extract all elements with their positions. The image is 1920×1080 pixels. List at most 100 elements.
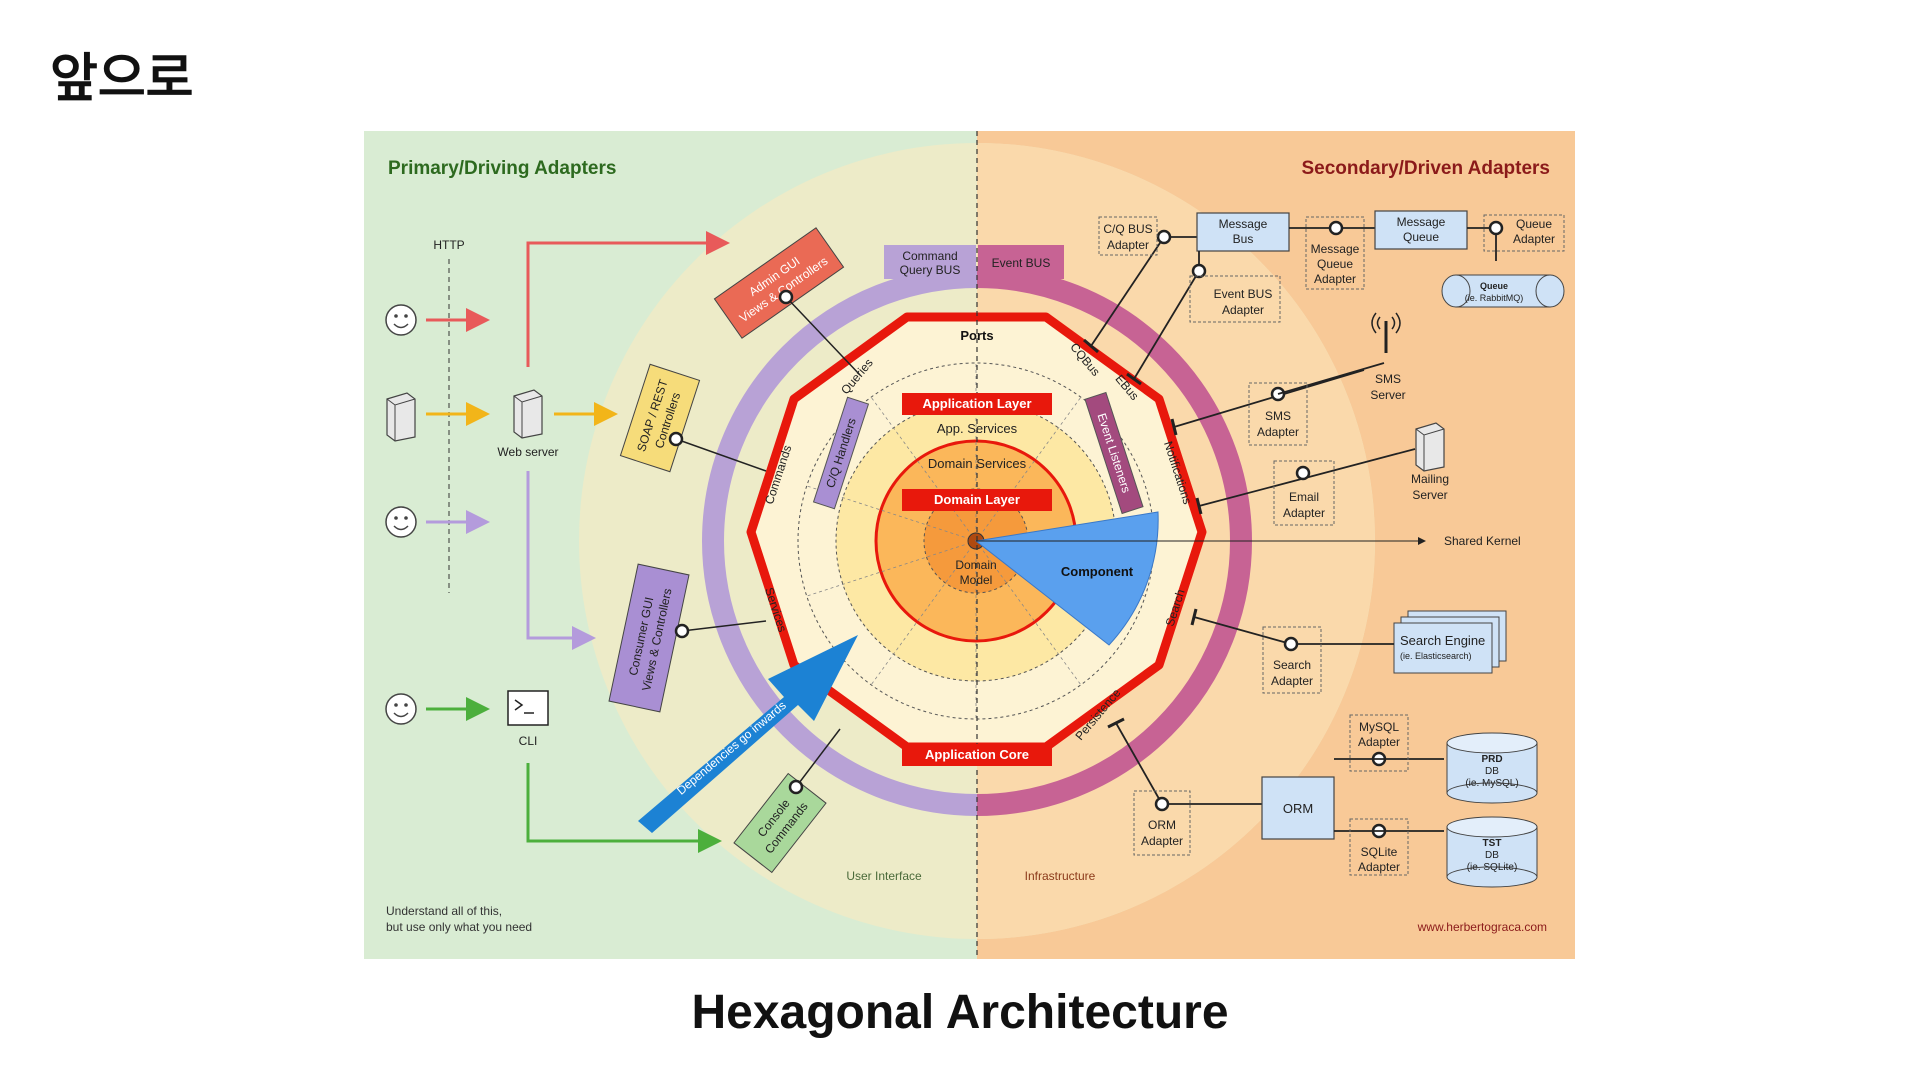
email-adapter-box [1273,460,1335,526]
message-queue-adapter-label-3: Adapter [1314,272,1356,286]
orm-adapter-box [1133,790,1191,856]
antenna-icon [1371,312,1401,353]
sqlite-adapter-label-1: SQLite [1361,845,1398,859]
tst-db-cylinder [1446,816,1538,888]
application-layer-box [902,393,1052,415]
prd-db-cylinder [1446,732,1538,804]
primary-adapters-title: Primary/Driving Adapters [388,158,616,179]
smiley-icon [385,506,417,538]
infrastructure-label: Infrastructure [1025,869,1096,883]
mysql-adapter-label-1: MySQL [1359,720,1399,734]
mysql-adapter-label-2: Adapter [1358,735,1400,749]
cli-label: CLI [519,734,538,748]
search-adapter-label-1: Search [1273,658,1311,672]
http-label: HTTP [433,238,464,252]
orm-adapter-label-2: Adapter [1141,834,1183,848]
command-query-bus-label-1: Command [902,249,957,263]
tst-db-label-3: (ie. SQLite) [1467,862,1518,873]
smiley-icon [385,304,417,336]
web-server-icon [513,389,543,439]
tst-db-label-1: TST [1483,838,1502,849]
mysql-adapter-box [1349,714,1409,772]
secondary-port-bars [1083,338,1203,729]
console-commands-box: Console Commands [733,772,827,874]
cq-bus-adapter-box [1098,216,1158,256]
secondary-adapters-title: Secondary/Driven Adapters [1302,158,1551,179]
search-engine-stack [1393,610,1507,674]
mailing-server-icon [1415,422,1445,472]
cli-terminal-icon [507,690,549,726]
search-engine-label-2: (ie. Elasticsearch) [1400,651,1472,661]
purple-route-arrow [526,471,596,650]
message-bus-box [1196,212,1290,252]
orm-adapter-label-1: ORM [1148,818,1176,832]
message-queue-label-1: Message [1397,215,1446,229]
shared-kernel-label: Shared Kernel [1444,534,1521,548]
message-queue-adapter-label-1: Message [1311,242,1360,256]
queue-cylinder [1441,274,1565,308]
server-icon [386,392,416,442]
queue-label-2: (ie. RabbitMQ) [1465,293,1524,303]
primary-port-sockets [668,289,804,795]
message-bus-label-1: Message [1219,217,1268,231]
email-adapter-label-2: Adapter [1283,506,1325,520]
smiley-icon [385,693,417,725]
domain-model-label-1: Domain [955,558,996,572]
user-interface-label: User Interface [846,869,922,883]
message-queue-box [1374,210,1468,250]
email-adapter-label-1: Email [1289,490,1319,504]
domain-layer-box [902,489,1052,511]
app-services-label: App. Services [937,421,1018,436]
event-bus-label: Event BUS [992,256,1051,270]
queue-label-1: Queue [1480,281,1508,291]
footnote-line-1: Understand all of this, [386,904,502,918]
primary-connectors [675,296,861,788]
queue-adapter-label-1: Queue [1516,217,1552,231]
command-query-bus-ring [702,266,978,816]
sms-server-label-2: Server [1370,388,1405,402]
sms-adapter-label-2: Adapter [1257,425,1299,439]
consumer-gui-box: Consumer GUI Views & Controllers [608,563,690,713]
message-queue-label-2: Queue [1403,230,1439,244]
domain-model-label-2: Model [960,573,993,587]
event-bus-adapter-box [1189,275,1281,323]
mailing-server-label-1: Mailing [1411,472,1449,486]
web-server-label: Web server [497,445,558,459]
command-query-bus-label-2: Query BUS [900,263,961,277]
queue-adapter-socket [1488,220,1504,236]
orm-box [1261,776,1335,840]
cq-bus-adapter-label-1: C/Q BUS [1103,222,1152,236]
search-adapter-box [1262,626,1322,694]
domain-layer-label: Domain Layer [934,492,1020,507]
credit-label: www.herbertograca.com [1417,920,1547,934]
mailing-server-label-2: Server [1412,488,1447,502]
prd-db-label-2: DB [1485,766,1499,777]
dependencies-arrow [638,635,858,833]
message-queue-adapter-label-2: Queue [1317,257,1353,271]
prd-db-label-3: (ie. MySQL) [1465,778,1518,789]
tst-db-label-2: DB [1485,850,1499,861]
cq-bus-adapter-label-2: Adapter [1107,238,1149,252]
event-bus-box [978,245,1064,279]
sms-adapter-label-1: SMS [1265,409,1291,423]
message-bus-label-2: Bus [1233,232,1254,246]
sms-server-label-1: SMS [1375,372,1401,386]
message-queue-adapter-socket [1328,220,1344,236]
ports-label: Ports [960,328,993,343]
search-adapter-label-2: Adapter [1271,674,1313,688]
event-bus-adapter-label-2: Adapter [1222,303,1264,317]
prd-db-label-1: PRD [1481,754,1502,765]
footnote-line-2: but use only what you need [386,920,532,934]
hexagonal-architecture-diagram: Application Layer App. Services Domain S… [364,131,1575,959]
search-engine-label-1: Search Engine [1400,633,1485,648]
queue-adapter-label-2: Adapter [1513,232,1555,246]
application-core-box [902,744,1052,766]
application-core-label: Application Core [925,747,1029,762]
slide-caption: Hexagonal Architecture [691,986,1229,1039]
queue-adapter-box [1483,214,1565,252]
red-route-arrow [526,231,730,367]
slide-title: 앞으로 [50,49,194,109]
domain-services-label: Domain Services [928,456,1027,471]
sqlite-adapter-box [1349,818,1409,876]
command-query-bus-box [884,245,976,279]
